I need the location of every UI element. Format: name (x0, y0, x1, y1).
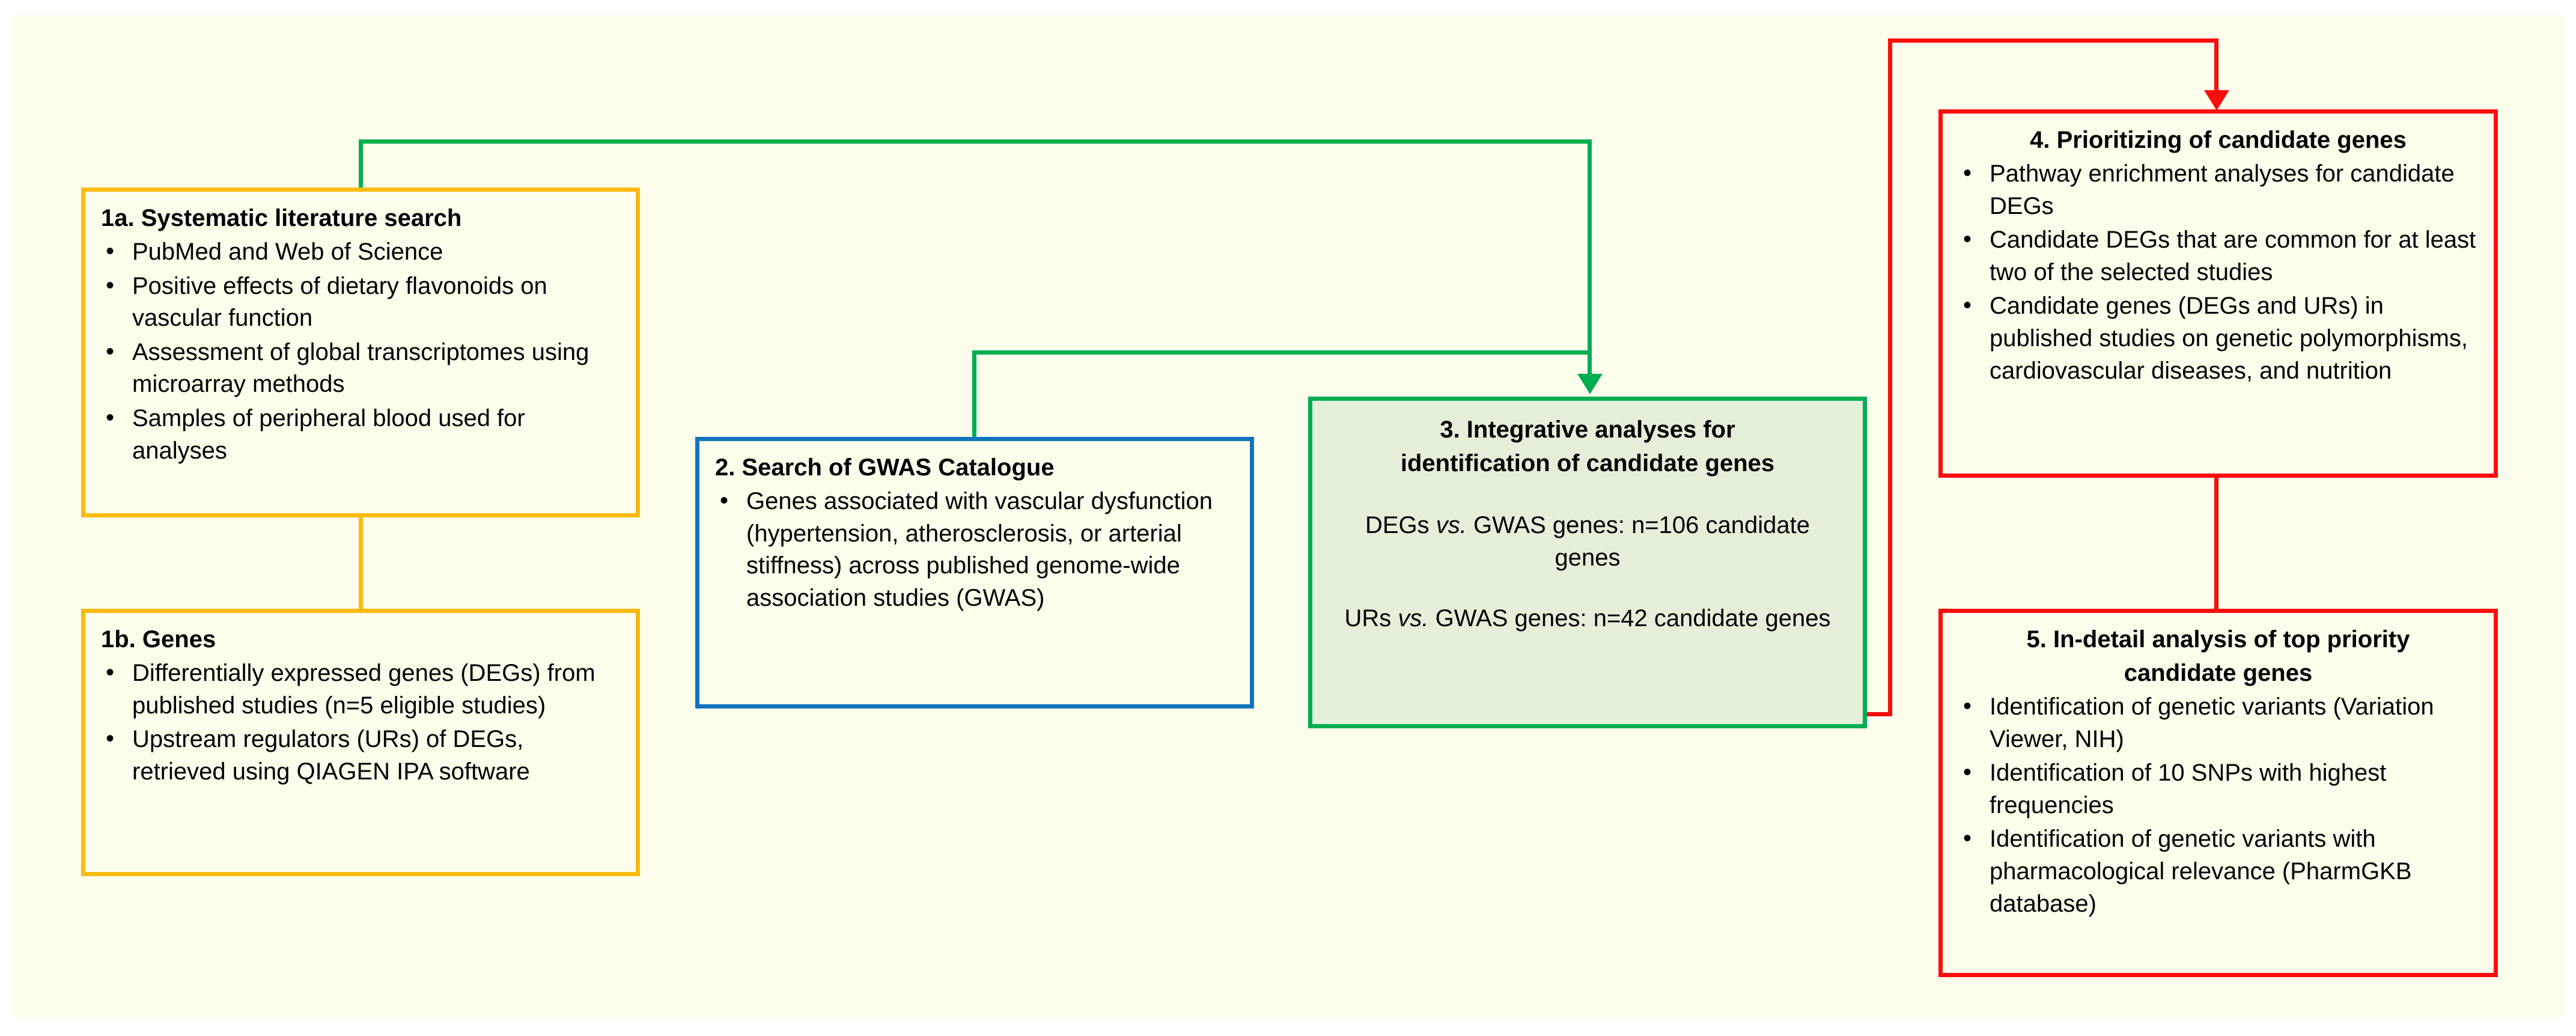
box-4-bullet-list: Pathway enrichment analyses for candidat… (1958, 157, 2478, 387)
box-4-bullet-1: Pathway enrichment analyses for candidat… (1958, 157, 2478, 222)
connector-box3-to-box4-segment-horizontal-from-box3 (1864, 712, 1892, 716)
box-1b-title: 1b. Genes (101, 626, 216, 653)
connector-box2-to-box3-segment-horizontal (972, 350, 1592, 355)
box-3-result-degs-pre: DEGs (1365, 512, 1436, 538)
box-3-result-urs-vs: vs. (1398, 605, 1429, 632)
box-5-title-line-2: candidate genes (2124, 660, 2313, 686)
box-3-integrative-analyses[interactable]: 3. Integrative analyses for identificati… (1308, 397, 1867, 728)
box-1a-bullet-3: Assessment of global transcriptomes usin… (101, 336, 620, 401)
box-1b-bullet-1: Differentially expressed genes (DEGs) fr… (101, 657, 620, 722)
box-1b-bullet-list: Differentially expressed genes (DEGs) fr… (101, 657, 620, 788)
box-5-in-detail-analysis[interactable]: 5. In-detail analysis of top priority ca… (1938, 609, 2498, 977)
box-3-result-degs-post: GWAS genes: n=106 candidate genes (1466, 512, 1810, 571)
box-5-title-line-1: 5. In-detail analysis of top priority (2026, 626, 2410, 653)
connector-box2-to-box3-segment-vertical-left (972, 350, 976, 439)
connector-box3-to-box4-segment-horizontal-top (1888, 38, 2218, 43)
arrowhead-into-box4 (2204, 90, 2229, 111)
box-5-bullet-1: Identification of genetic variants (Vari… (1958, 690, 2478, 755)
connector-box3-to-box4-segment-vertical-down (2214, 38, 2218, 94)
connector-box1a-to-box3-segment-horizontal-top (359, 139, 1592, 144)
box-1a-bullet-4: Samples of peripheral blood used for ana… (101, 402, 620, 467)
arrowhead-into-box3 (1577, 374, 1603, 394)
box-5-bullet-3: Identification of genetic variants with … (1958, 823, 2478, 920)
connector-box3-to-box4-segment-vertical-up (1888, 38, 1892, 716)
box-3-title-line-1: 3. Integrative analyses for (1440, 416, 1735, 443)
box-3-title-line-2: identification of candidate genes (1400, 450, 1775, 477)
box-3-spacer-1 (1330, 481, 1845, 509)
box-4-bullet-2: Candidate DEGs that are common for at le… (1958, 224, 2478, 288)
box-2-bullet-1: Genes associated with vascular dysfuncti… (715, 485, 1234, 614)
box-1b-genes[interactable]: 1b. Genes Differentially expressed genes… (81, 609, 640, 876)
box-2-title: 2. Search of GWAS Catalogue (715, 454, 1055, 481)
box-3-result-degs-vs: vs. (1436, 512, 1467, 538)
box-1a-bullet-2: Positive effects of dietary flavonoids o… (101, 270, 620, 335)
box-5-bullet-2: Identification of 10 SNPs with highest f… (1958, 757, 2478, 821)
box-5-bullet-list: Identification of genetic variants (Vari… (1958, 690, 2478, 920)
box-4-title: 4. Prioritizing of candidate genes (2030, 127, 2407, 153)
box-2-bullet-list: Genes associated with vascular dysfuncti… (715, 485, 1234, 614)
box-3-spacer-2 (1330, 574, 1845, 602)
box-1a-bullet-1: PubMed and Web of Science (101, 236, 620, 269)
box-3-result-urs-pre: URs (1344, 605, 1398, 632)
box-2-search-of-gwas-catalogue[interactable]: 2. Search of GWAS Catalogue Genes associ… (695, 437, 1254, 708)
box-3-result-degs: DEGs vs. GWAS genes: n=106 candidate gen… (1330, 509, 1845, 574)
box-4-bullet-3: Candidate genes (DEGs and URs) in publis… (1958, 290, 2478, 387)
box-1a-bullet-list: PubMed and Web of Science Positive effec… (101, 236, 620, 467)
box-1a-title: 1a. Systematic literature search (101, 205, 462, 231)
box-3-result-urs-post: GWAS genes: n=42 candidate genes (1428, 605, 1831, 632)
box-1b-bullet-2: Upstream regulators (URs) of DEGs, retri… (101, 723, 620, 788)
box-3-result-urs: URs vs. GWAS genes: n=42 candidate genes (1330, 602, 1845, 635)
connector-box1a-to-box3-segment-vertical-left (359, 139, 363, 190)
box-4-prioritizing-of-candidate-genes[interactable]: 4. Prioritizing of candidate genes Pathw… (1938, 109, 2498, 478)
connector-box4-to-box5 (2214, 475, 2218, 612)
box-1a-systematic-literature-search[interactable]: 1a. Systematic literature search PubMed … (81, 187, 640, 517)
connector-box1a-to-box1b (359, 516, 363, 609)
connector-to-box3-segment-vertical-right (1588, 139, 1592, 375)
